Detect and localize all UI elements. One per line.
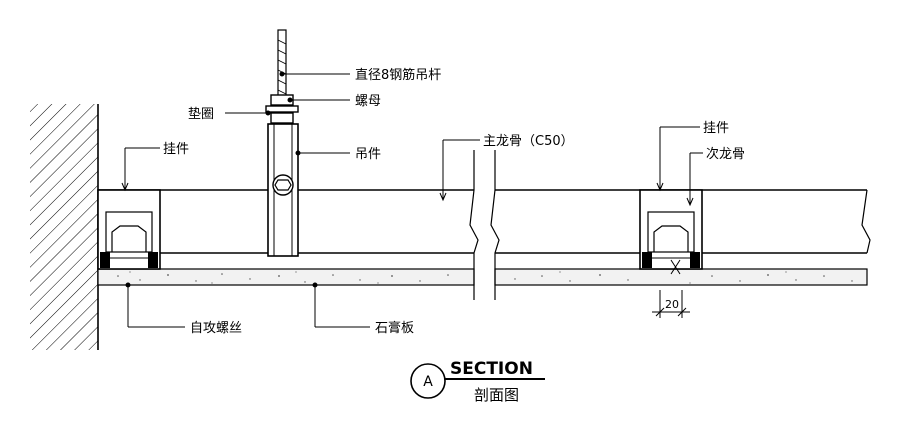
wall (30, 104, 99, 350)
section-title: SECTION (450, 359, 533, 379)
dimension-value: 20 (665, 298, 679, 311)
label-rod: 直径8钢筋吊杆 (355, 67, 441, 83)
label-gypsum-board: 石膏板 (375, 320, 414, 336)
label-clip-left: 挂件 (163, 142, 189, 157)
label-washer: 垫圈 (188, 106, 214, 122)
gypsum-board (97, 268, 868, 286)
hanger-assembly (265, 29, 299, 257)
clip-right (639, 189, 703, 275)
section-subtitle: 剖面图 (474, 386, 519, 404)
label-clip-right: 挂件 (703, 121, 729, 136)
section-title-block: A SECTION 剖面图 (410, 359, 545, 404)
label-screw: 自攻螺丝 (190, 321, 242, 336)
label-main-keel: 主龙骨（C50） (483, 134, 574, 149)
clip-left (97, 189, 161, 270)
dimension-20 (652, 290, 690, 318)
leader-lines (121, 71, 703, 328)
label-hanger: 吊件 (355, 147, 381, 162)
label-nut: 螺母 (355, 94, 381, 109)
label-secondary-keel: 次龙骨 (706, 146, 745, 162)
section-mark: A (423, 374, 433, 390)
